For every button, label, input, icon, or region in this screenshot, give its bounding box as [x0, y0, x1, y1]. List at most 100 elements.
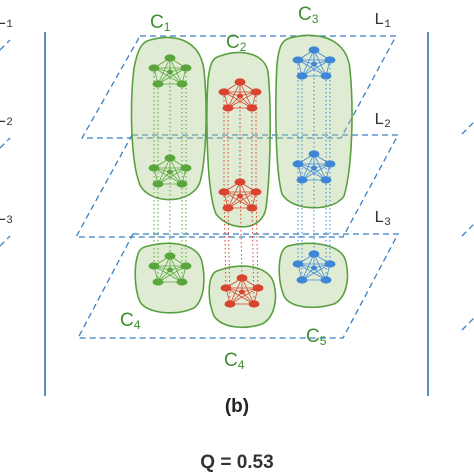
left-layer-label-1: L1 — [0, 11, 13, 31]
network-edge — [153, 265, 183, 283]
layer-plane-2 — [74, 134, 400, 238]
community-c4-bottom-left-outline — [134, 242, 205, 314]
network-edge — [157, 265, 187, 283]
network-node — [167, 69, 173, 75]
network-node — [308, 250, 320, 258]
network-node — [320, 176, 332, 184]
network-edge — [313, 253, 327, 281]
network-node — [311, 265, 317, 271]
network-edge — [301, 59, 331, 77]
network-node — [311, 165, 317, 171]
network-edge — [157, 157, 171, 185]
network-node — [167, 267, 173, 273]
network-node — [180, 262, 192, 270]
network-node — [152, 180, 164, 188]
network-edge — [229, 287, 259, 305]
network-node — [152, 80, 164, 88]
network-edge — [225, 287, 255, 305]
network-node — [324, 56, 336, 64]
network-edge — [169, 57, 183, 85]
network-node — [296, 276, 308, 284]
community-c5-outline — [278, 242, 349, 309]
network-node — [311, 61, 317, 67]
network-node — [239, 289, 245, 295]
green-cluster-layer-1 — [148, 54, 192, 88]
layer-label-1: L1 — [374, 11, 391, 31]
layer-label-2: L2 — [374, 111, 391, 131]
red-cluster-layer-1 — [218, 78, 262, 112]
network-edge — [301, 163, 331, 181]
network-node — [237, 193, 243, 199]
network-node — [176, 278, 188, 286]
network-edge — [157, 255, 171, 283]
community-c1-outline — [130, 36, 207, 201]
network-edge — [301, 263, 331, 281]
network-node — [292, 260, 304, 268]
network-edge — [153, 167, 183, 185]
green-cluster-layer-2 — [148, 154, 192, 188]
network-node — [320, 72, 332, 80]
layer-plane-3 — [76, 233, 400, 339]
modularity-value: Q = 0.53 — [200, 452, 273, 473]
network-node — [250, 88, 262, 96]
network-edge — [229, 277, 243, 305]
left-layer-label-3: L3 — [0, 207, 13, 227]
network-node — [167, 169, 173, 175]
network-edge — [239, 81, 253, 109]
network-edge — [227, 91, 257, 109]
network-edge — [239, 181, 253, 209]
community-label-c3: C3 — [298, 4, 319, 26]
network-edge — [157, 167, 187, 185]
layer-label-3: L3 — [374, 209, 391, 229]
network-edge — [301, 253, 315, 281]
community-label-c2: C2 — [226, 32, 247, 54]
network-edge — [313, 49, 327, 77]
community-label-c5: C5 — [306, 326, 327, 348]
network-node — [320, 276, 332, 284]
network-edge — [227, 191, 257, 209]
network-node — [292, 56, 304, 64]
network-node — [246, 104, 258, 112]
network-node — [252, 284, 264, 292]
network-node — [222, 104, 234, 112]
network-node — [176, 180, 188, 188]
red-cluster-layer-2 — [218, 178, 262, 212]
blue-cluster-layer-1 — [292, 46, 336, 80]
right-panel-fragments — [461, 121, 474, 331]
network-edge — [169, 255, 183, 283]
network-edge — [223, 191, 253, 209]
network-node — [246, 204, 258, 212]
community-label-c4-left: C4 — [120, 310, 141, 332]
network-node — [292, 160, 304, 168]
network-edge — [301, 49, 315, 77]
network-node — [324, 260, 336, 268]
network-edge — [223, 91, 253, 109]
network-node — [324, 160, 336, 168]
blue-cluster-layer-2 — [292, 150, 336, 184]
network-node — [176, 80, 188, 88]
network-node — [218, 88, 230, 96]
network-node — [236, 274, 248, 282]
network-node — [296, 72, 308, 80]
community-label-c1: C1 — [150, 12, 171, 34]
network-node — [180, 164, 192, 172]
network-node — [148, 164, 160, 172]
network-node — [164, 154, 176, 162]
node-clusters — [148, 46, 336, 308]
community-label-c4-bottom: C4 — [224, 350, 245, 372]
network-edge — [297, 163, 327, 181]
network-node — [224, 300, 236, 308]
network-node — [220, 284, 232, 292]
network-node — [148, 64, 160, 72]
network-edge — [297, 263, 327, 281]
red-cluster-layer-3 — [220, 274, 264, 308]
network-node — [180, 64, 192, 72]
left-layer-label-2: L2 — [0, 109, 13, 129]
network-edge — [313, 153, 327, 181]
network-node — [308, 46, 320, 54]
network-node — [248, 300, 260, 308]
network-node — [164, 54, 176, 62]
network-edge — [227, 81, 241, 109]
network-node — [152, 278, 164, 286]
